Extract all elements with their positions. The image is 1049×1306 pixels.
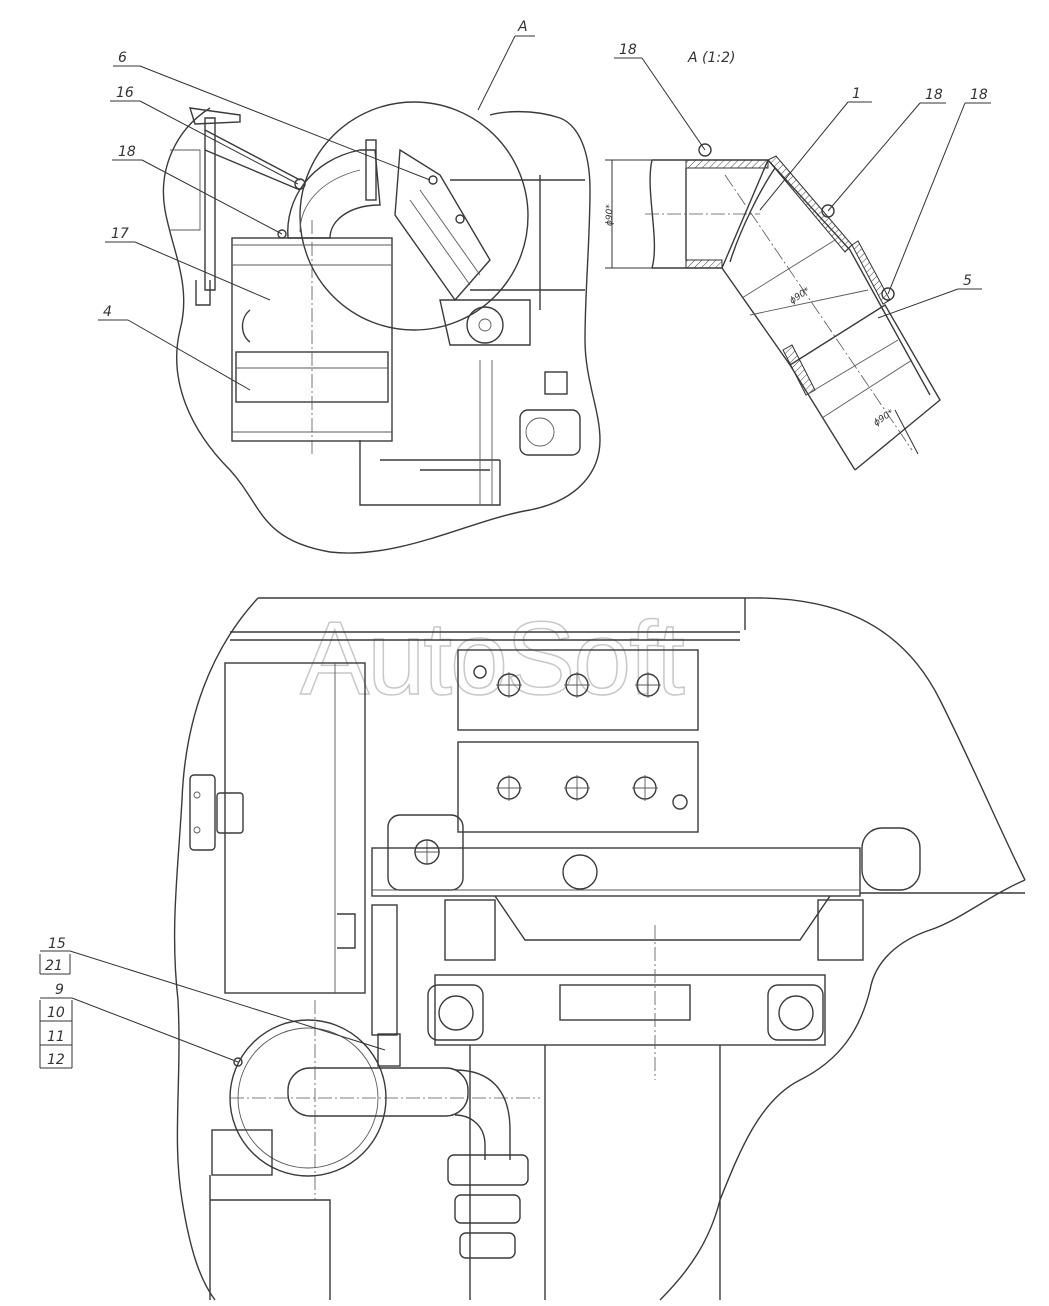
callout-18-top: 18 [118,144,136,160]
strut [204,129,301,191]
detail-view-a: A (1:2) ϕ90* ϕ90* ϕ90* [605,50,941,471]
pipe-break [649,159,656,269]
callout-4: 4 [103,304,112,320]
callout-1: 1 [852,86,861,102]
bracket-top [189,107,241,125]
callout-17: 17 [111,226,129,242]
fan-shroud [494,895,831,941]
precleaner-duct [287,1067,469,1117]
belt-pulley [559,984,691,1021]
callout-18-detail-c: 18 [970,87,988,103]
dim-diameter-2: ϕ90* [788,286,812,307]
watermark: AutoSoft [300,601,685,717]
callout-9: 9 [55,982,64,998]
radiator-top [371,847,861,897]
callout-10: 10 [47,1005,65,1021]
top-break-outline [162,107,601,554]
dim-diameter-1: ϕ90* [605,204,615,226]
tank-cap [861,827,921,891]
callout-18-detail-b: 18 [925,87,943,103]
callout-a: A [517,19,528,35]
outlet-pipe [519,409,581,456]
lower-engine-block [434,974,826,1046]
clamp-15 [377,1033,401,1067]
callout-6: 6 [118,50,127,66]
battery-1 [457,649,699,731]
callout-11: 11 [47,1029,65,1045]
callout-12: 12 [47,1052,65,1068]
pulley [466,306,504,344]
hose-elbow [454,1069,511,1160]
frame-post [204,117,216,291]
bottom-assembly-view [173,597,1026,1301]
callout-5: 5 [963,273,972,289]
side-bracket [170,149,201,231]
detail-circle-a [299,101,529,331]
electrical-box [224,662,366,994]
dim-diameter-3: ϕ90* [872,408,896,429]
top-assembly-view [162,101,601,554]
clamp-post [365,139,377,201]
callout-16: 16 [116,85,134,101]
elbow-pipe [287,149,381,239]
callout-18-detail-a: 18 [619,42,637,58]
callout-21: 21 [45,958,63,974]
detail-inner-tube [789,304,941,471]
bottom-break-outline [173,597,1026,1301]
battery-2 [457,741,699,833]
detail-title: A (1:2) [687,50,735,66]
callout-15: 15 [48,936,66,952]
inclined-pipe [394,148,491,302]
reservoir [387,814,464,891]
intake-duct [450,179,585,291]
callouts: A 6 16 18 17 4 18 1 18 18 5 15 21 9 1 [39,19,991,1069]
